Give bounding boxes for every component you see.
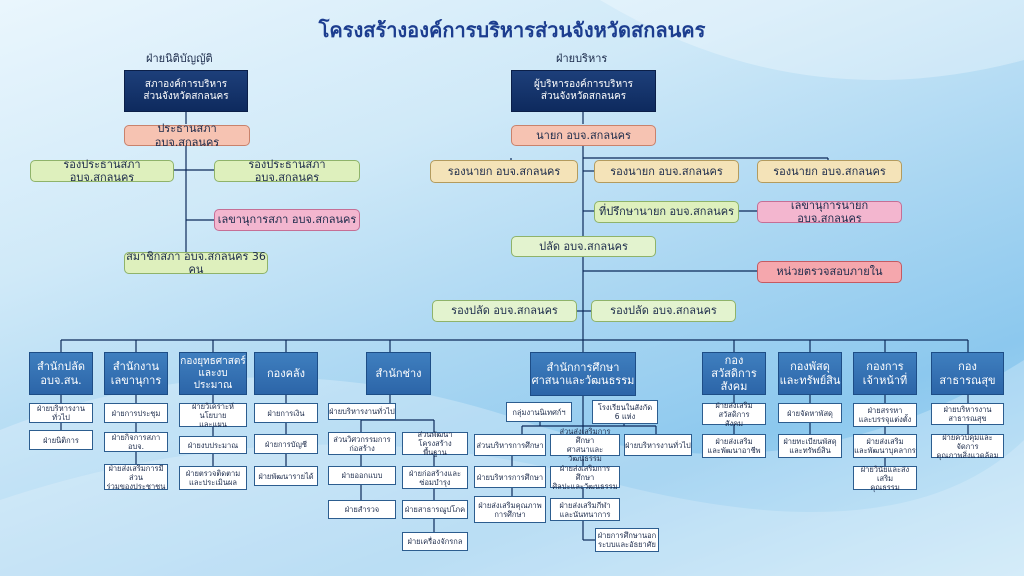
sub-unit-box: ฝ่ายการเงิน	[254, 403, 318, 423]
deputy-mayor-box-1: รองนายก อบจ.สกลนคร	[430, 160, 578, 183]
sub-unit-box: ฝ่ายก่อสร้างและ ซ่อมบำรุง	[402, 466, 468, 489]
department-box-6: สำนักการศึกษา ศาสนาและวัฒนธรรม	[530, 352, 636, 396]
sub-unit-box: ฝ่ายนิติการ	[29, 430, 93, 450]
sub-unit-box: ฝ่ายงบประมาณ	[179, 436, 247, 454]
sub-unit-box: ฝ่ายบริหารงาน สาธารณสุข	[931, 403, 1004, 425]
sub-unit-box: ฝ่ายบริหารการศึกษา	[474, 466, 546, 488]
department-box-5: สำนักช่าง	[366, 352, 431, 395]
sub-unit-box: ฝ่ายส่งเสริม และพัฒนาบุคลากร	[853, 434, 917, 458]
sub-unit-box: ฝ่ายตรวจติดตาม และประเมินผล	[179, 466, 247, 490]
sub-unit-box: ฝ่ายบริหารงานทั่วไป	[328, 403, 396, 420]
chief-admin-box: ปลัด อบจ.สกลนคร	[511, 236, 656, 257]
mayor-box: นายก อบจ.สกลนคร	[511, 125, 656, 146]
internal-audit-box: หน่วยตรวจสอบภายใน	[757, 261, 902, 283]
vice-president-box-1: รองประธานสภา อบจ.สกลนคร	[30, 158, 174, 184]
sub-unit-box: ฝ่ายบริหารงานทั่วไป	[29, 403, 93, 423]
section-label-legislative: ฝ่ายนิติบัญญัติ	[146, 52, 213, 65]
sub-unit-box: ฝ่ายทะเบียนพัสดุ และทรัพย์สิน	[778, 434, 842, 458]
deputy-mayor-box-2: รองนายก อบจ.สกลนคร	[594, 160, 739, 183]
sub-unit-box: ฝ่ายส่งเสริมการมีส่วน ร่วมของประชาชน	[104, 464, 168, 491]
deputy-chief-box-1: รองปลัด อบจ.สกลนคร	[432, 300, 577, 322]
section-label-executive: ฝ่ายบริหาร	[556, 52, 608, 65]
sub-unit-box: ฝ่ายส่งเสริมคุณภาพ การศึกษา	[474, 496, 546, 523]
deputy-chief-box-2: รองปลัด อบจ.สกลนคร	[591, 300, 736, 322]
sub-unit-box: ฝ่ายส่งเสริม และพัฒนาอาชีพ	[702, 434, 766, 458]
page-title: โครงสร้างองค์การบริหารส่วนจังหวัดสกลนคร	[318, 18, 706, 42]
council-president-box: ประธานสภา อบจ.สกลนคร	[124, 122, 250, 149]
sub-unit-box: ฝ่ายควบคุมและจัดการ คุณภาพสิ่งแวดล้อม	[931, 433, 1004, 460]
sub-unit-box: ส่วนวิศวกรรมการ ก่อสร้าง	[328, 432, 396, 455]
sub-unit-box: ส่วนพัฒนาโครงสร้าง พื้นฐาน	[402, 430, 468, 457]
sub-unit-box: ฝ่ายวิเคราะห์นโยบาย และแผน	[179, 402, 247, 429]
vice-president-box-2: รองประธานสภา อบจ.สกลนคร	[214, 158, 360, 184]
mayor-secretary-box: เลขานุการนายก อบจ.สกลนคร	[757, 199, 902, 225]
sub-unit-box: ฝ่ายส่งเสริมกีฬา และนันทนาการ	[550, 498, 620, 521]
sub-unit-box: ฝ่ายสำรวจ	[328, 500, 396, 519]
sub-unit-box: ฝ่ายเครื่องจักรกล	[402, 532, 468, 551]
department-box-8: กองพัสดุ และทรัพย์สิน	[778, 352, 842, 395]
executive-box: ผู้บริหารองค์การบริหาร ส่วนจังหวัดสกลนคร	[511, 70, 656, 112]
department-box-9: กองการ เจ้าหน้าที่	[853, 352, 917, 395]
department-box-3: กองยุทธศาสตร์ และงบประมาณ	[179, 352, 247, 395]
sub-unit-box: ฝ่ายการศึกษานอก ระบบและอัธยาศัย	[595, 528, 659, 552]
sub-unit-box: โรงเรียนในสังกัด 6 แห่ง	[592, 400, 658, 424]
sub-unit-box: ฝ่ายส่งเสริมสวัสดิการ สังคม	[702, 401, 766, 428]
sub-unit-box: ส่วนส่งเสริมการศึกษา ศาสนาและวัฒนธรรม	[550, 427, 620, 463]
sub-unit-box: ฝ่ายการประชุม	[104, 403, 168, 423]
mayor-advisor-box: ที่ปรึกษานายก อบจ.สกลนคร	[594, 201, 739, 223]
sub-unit-box: ฝ่ายสาธารณูปโภค	[402, 500, 468, 519]
sub-unit-box: ฝ่ายพัฒนารายได้	[254, 466, 318, 486]
council-box: สภาองค์การบริหาร ส่วนจังหวัดสกลนคร	[124, 70, 248, 112]
sub-unit-box: ฝ่ายออกแบบ	[328, 466, 396, 485]
department-box-2: สำนักงาน เลขานุการ	[104, 352, 168, 395]
sub-unit-box: ส่วนบริหารการศึกษา	[474, 434, 546, 456]
department-box-4: กองคลัง	[254, 352, 318, 395]
department-box-7: กองสวัสดิการ สังคม	[702, 352, 766, 395]
council-secretary-box: เลขานุการสภา อบจ.สกลนคร	[214, 209, 360, 231]
sub-unit-box: ฝ่ายวินัยและส่งเสริม คุณธรรม	[853, 465, 917, 492]
sub-unit-box: ฝ่ายสรรหา และบรรจุแต่งตั้ง	[853, 403, 917, 427]
department-box-10: กองสาธารณสุข	[931, 352, 1004, 395]
sub-unit-box: ฝ่ายกิจการสภา อบจ.	[104, 432, 168, 452]
sub-unit-box: กลุ่มงานนิเทศก์ฯ	[506, 402, 572, 422]
sub-unit-box: ฝ่ายจัดหาพัสดุ	[778, 403, 842, 423]
council-members-box: สมาชิกสภา อบจ.สกลนคร 36 คน	[124, 250, 268, 276]
sub-unit-box: ฝ่ายการบัญชี	[254, 434, 318, 454]
deputy-mayor-box-3: รองนายก อบจ.สกลนคร	[757, 160, 902, 183]
sub-unit-box: ฝ่ายบริหารงานทั่วไป	[624, 434, 692, 456]
sub-unit-box: ฝ่ายส่งเสริมการศึกษา ศิลปะและวัฒนธรรม	[550, 464, 620, 491]
department-box-1: สำนักปลัด อบจ.สน.	[29, 352, 93, 395]
